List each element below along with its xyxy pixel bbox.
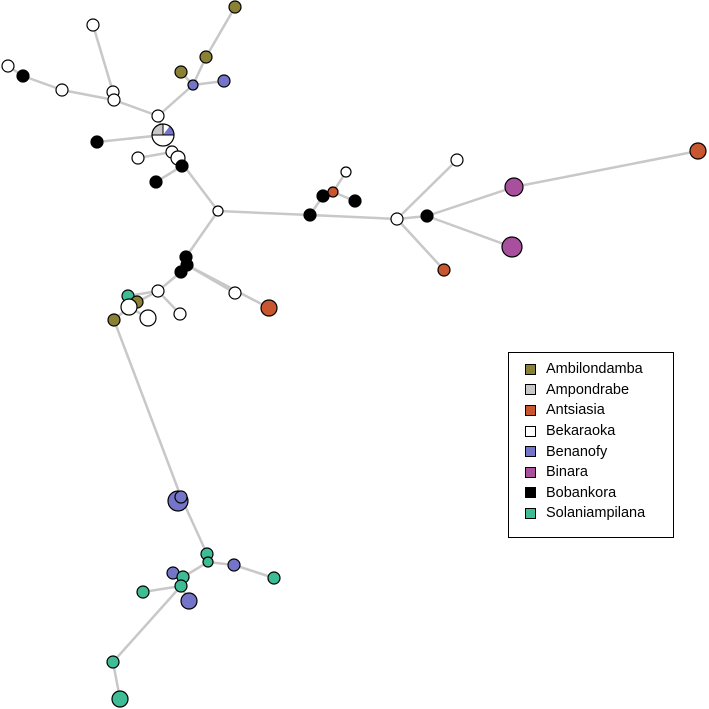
haplotype-node-solaniampilana xyxy=(136,585,150,599)
haplotype-node-bekaraoka xyxy=(139,309,157,327)
haplotype-node-bobankora xyxy=(420,209,434,223)
network-edge xyxy=(91,24,115,93)
legend-item-benanofy: Benanofy xyxy=(525,441,673,462)
legend-swatch xyxy=(525,384,536,396)
haplotype-node-bekaraoka xyxy=(151,109,165,123)
haplotype-node-solaniampilana xyxy=(267,571,281,585)
haplotype-node-bekaraoka xyxy=(212,205,224,217)
haplotype-node-antsiasia xyxy=(437,263,451,277)
haplotype-node-antsiasia xyxy=(327,186,339,198)
network-edge xyxy=(112,319,183,498)
haplotype-node-benanofy xyxy=(174,490,188,504)
legend-item-ampondrabe: Ampondrabe xyxy=(525,380,673,401)
legend-item-binara: Binara xyxy=(525,462,673,483)
haplotype-node-benanofy xyxy=(217,74,231,88)
legend-swatch xyxy=(525,507,536,519)
haplotype-node-bobankora xyxy=(174,265,188,279)
haplotype-node-solaniampilana xyxy=(202,556,214,568)
haplotype-node-bekaraoka xyxy=(120,298,138,316)
haplotype-node-bekaraoka xyxy=(131,151,145,165)
legend-item-solaniampilana: Solaniampilana xyxy=(525,503,673,524)
legend-item-ambilondamba: Ambilondamba xyxy=(525,359,673,380)
legend-label: Bekaraoka xyxy=(546,423,616,440)
network-edge xyxy=(426,185,515,218)
legend-label: Antsiasia xyxy=(546,402,605,419)
haplotype-node-antsiasia xyxy=(260,299,278,317)
legend-label: Bobankora xyxy=(546,484,617,501)
legend-item-bekaraoka: Bekaraoka xyxy=(525,421,673,442)
haplotype-node-ambilondamba xyxy=(174,65,188,79)
legend-item-bobankora: Bobankora xyxy=(525,483,673,504)
haplotype-node-bekaraoka xyxy=(86,18,100,32)
legend-swatch xyxy=(525,404,536,416)
legend-swatch xyxy=(525,425,536,437)
legend-swatch xyxy=(525,363,536,375)
legend-label: Solaniampilana xyxy=(546,505,646,522)
haplotype-node-bekaraoka xyxy=(228,286,242,300)
haplotype-node-ambilondamba xyxy=(228,0,242,14)
haplotype-node-bekaraoka xyxy=(173,307,187,321)
legend: Ambilondamba Ampondrabe Antsiasia Bekara… xyxy=(508,352,674,538)
network-edge xyxy=(426,214,513,249)
network-edge xyxy=(157,84,194,117)
haplotype-node-bobankora xyxy=(16,69,30,83)
haplotype-node-bekaraoka xyxy=(390,212,404,226)
network-edge xyxy=(396,159,458,220)
legend-swatch xyxy=(525,446,536,458)
network-edge xyxy=(233,563,275,580)
haplotype-node-solaniampilana xyxy=(106,655,120,669)
haplotype-node-benanofy xyxy=(180,592,198,610)
legend-swatch xyxy=(525,487,536,499)
haplotype-node-binara xyxy=(504,177,524,197)
network-edge xyxy=(22,74,63,92)
legend-label: Ampondrabe xyxy=(546,381,630,398)
legend-item-antsiasia: Antsiasia xyxy=(525,400,673,421)
legend-swatch xyxy=(525,466,536,478)
haplotype-node-bobankora xyxy=(175,159,189,173)
network-edge xyxy=(513,149,699,189)
network-edge xyxy=(113,98,159,118)
haplotype-node-bekaraoka xyxy=(55,83,69,97)
haplotype-node-bekaraoka xyxy=(107,93,121,107)
network-edge xyxy=(396,218,445,271)
haplotype-node-bobankora xyxy=(348,194,362,208)
haplotype-node-benanofy xyxy=(227,558,241,572)
legend-label: Binara xyxy=(546,464,588,481)
network-edge xyxy=(112,585,182,663)
node-slice-ampondrabe xyxy=(152,124,163,135)
haplotype-node-ambilondamba xyxy=(199,50,213,64)
network-edge xyxy=(61,88,115,102)
network-edge xyxy=(184,210,220,258)
haplotype-node-bobankora xyxy=(90,135,104,149)
legend-label: Benanofy xyxy=(546,443,608,460)
haplotype-node-solaniampilana xyxy=(111,690,129,708)
haplotype-node-ambilondamba xyxy=(107,313,121,327)
network-edge xyxy=(186,263,270,310)
haplotype-node-benanofy xyxy=(187,79,199,91)
network-edge xyxy=(309,213,398,221)
network-edge xyxy=(217,209,311,217)
haplotype-node-bobankora xyxy=(316,189,330,203)
network-edge xyxy=(204,6,237,58)
haplotype-node-shared xyxy=(151,123,175,147)
haplotype-node-bobankora xyxy=(149,175,163,189)
haplotype-node-bekaraoka xyxy=(450,153,464,167)
haplotype-node-bekaraoka xyxy=(1,59,15,73)
haplotype-node-antsiasia xyxy=(689,142,707,160)
haplotype-node-solaniampilana xyxy=(174,579,188,593)
legend-label: Ambilondamba xyxy=(546,361,643,378)
haplotype-node-bekaraoka xyxy=(151,284,165,298)
haplotype-node-bekaraoka xyxy=(340,166,352,178)
haplotype-node-bobankora xyxy=(303,208,317,222)
haplotype-node-binara xyxy=(501,236,523,258)
